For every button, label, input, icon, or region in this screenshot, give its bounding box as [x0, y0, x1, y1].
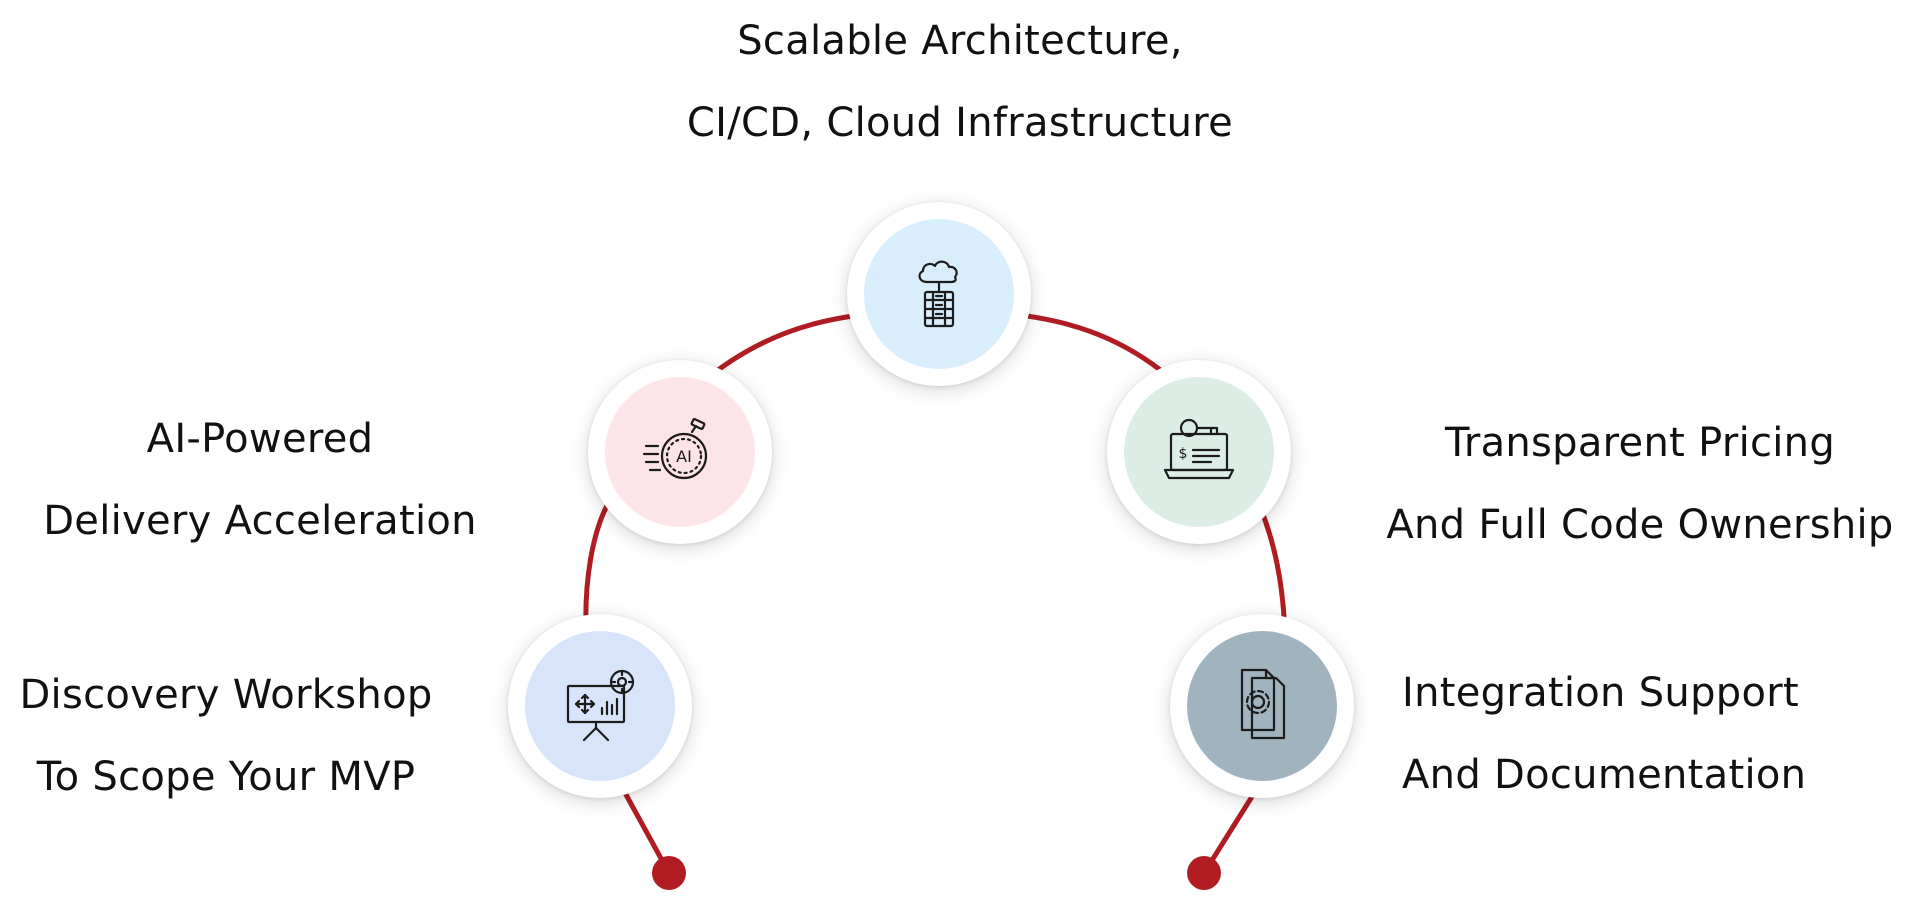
- label-line: Scalable Architecture,: [737, 18, 1183, 64]
- cloud-server-icon: [918, 260, 958, 328]
- node-ai-acceleration: AI: [588, 360, 772, 544]
- label-line: AI-Powered: [146, 416, 374, 462]
- dollar-glyph: $: [1179, 446, 1188, 462]
- arc-end-dot-left: [652, 856, 686, 890]
- node-inner: $: [1124, 377, 1274, 527]
- laptop-pricing-key-icon: $: [1163, 418, 1235, 480]
- label-scalable-architecture: Scalable Architecture, CI/CD, Cloud Infr…: [560, 0, 1360, 164]
- node-inner: AI: [605, 377, 755, 527]
- node-discovery-workshop: [508, 614, 692, 798]
- node-cloud-infrastructure: [847, 202, 1031, 386]
- label-ai-powered: AI-Powered Delivery Acceleration: [10, 398, 510, 562]
- arc-end-dot-right: [1187, 856, 1221, 890]
- label-line: Discovery Workshop: [19, 672, 433, 718]
- label-line: Delivery Acceleration: [43, 498, 477, 544]
- node-inner: [525, 631, 675, 781]
- presentation-board-icon: [566, 669, 635, 742]
- label-line: Transparent Pricing: [1444, 420, 1836, 466]
- node-inner: [864, 219, 1014, 369]
- ai-stopwatch-icon: AI: [642, 417, 708, 480]
- label-line: Integration Support: [1402, 670, 1799, 716]
- node-integration-support: [1170, 614, 1354, 798]
- label-line: And Documentation: [1402, 752, 1807, 798]
- label-transparent-pricing: Transparent Pricing And Full Code Owners…: [1360, 402, 1920, 566]
- gear-document-icon: [1240, 668, 1286, 740]
- node-inner: [1187, 631, 1337, 781]
- label-integration-support: Integration Support And Documentation: [1402, 652, 1862, 816]
- label-line: To Scope Your MVP: [36, 754, 416, 800]
- node-transparent-pricing: $: [1107, 360, 1291, 544]
- label-line: CI/CD, Cloud Infrastructure: [686, 100, 1234, 146]
- ai-badge-text: AI: [676, 447, 692, 466]
- label-discovery-workshop: Discovery Workshop To Scope Your MVP: [0, 654, 452, 818]
- label-line: And Full Code Ownership: [1386, 502, 1894, 548]
